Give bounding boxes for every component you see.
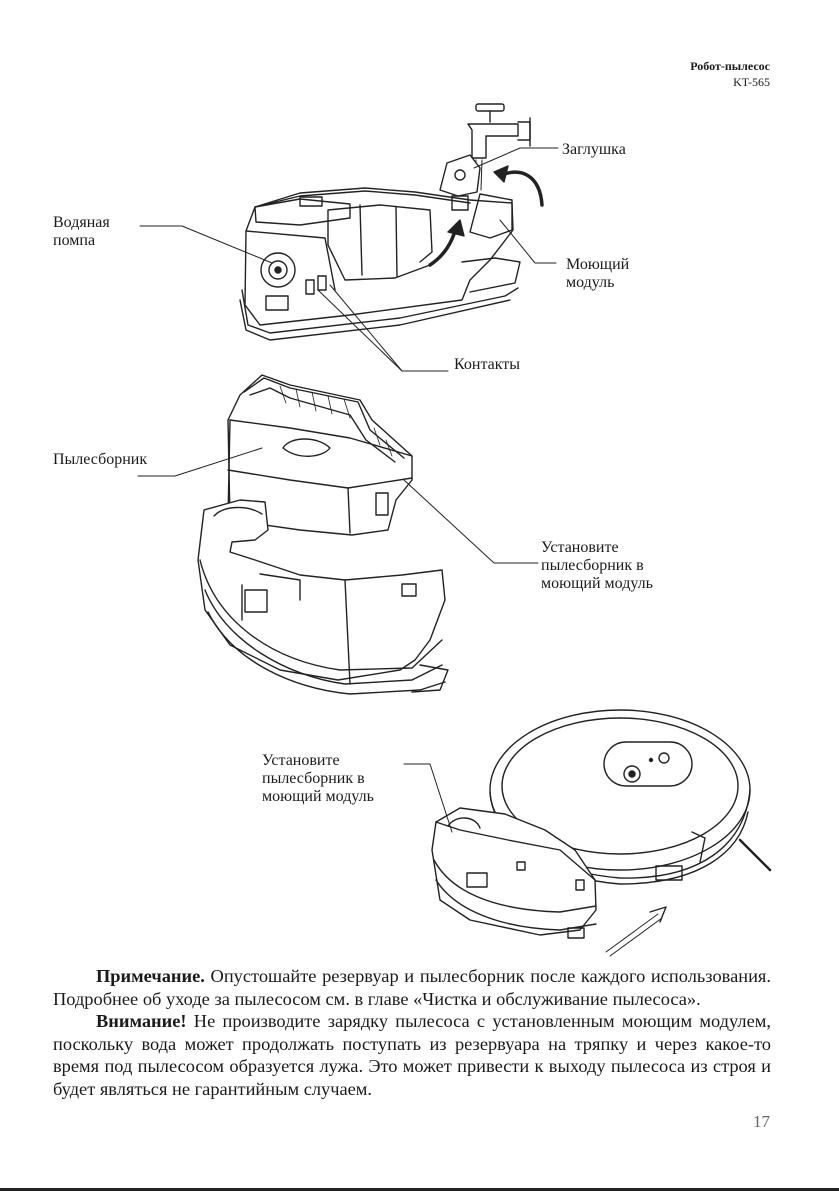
note-paragraph: Примечание. Опустошайте резервуар и пыле… xyxy=(53,965,771,1010)
leader-lines-fig3 xyxy=(403,763,453,833)
product-name: Робот-пылесос xyxy=(690,59,770,73)
label-install-bin-top: Установите пылесборник в моющий модуль xyxy=(541,539,653,592)
footer-rule xyxy=(0,1188,839,1191)
label-washing-module: Моющий модуль xyxy=(566,256,630,291)
page-header: Робот-пылесос KT-565 xyxy=(690,58,770,90)
leader-lines-fig1 xyxy=(139,147,559,372)
label-water-pump: Водяная помпа xyxy=(53,214,110,249)
page-number: 17 xyxy=(753,1112,770,1131)
label-dust-bin: Пылесборник xyxy=(53,451,148,468)
insert-arrow-icon xyxy=(605,906,667,957)
robot-vacuum-illustration xyxy=(489,709,772,885)
module-attach-illustration xyxy=(431,807,597,939)
warning-paragraph: Внимание! Не производите зарядку пылесос… xyxy=(53,1010,771,1100)
notes-section: Примечание. Опустошайте резервуар и пыле… xyxy=(53,965,771,1100)
note-title: Примечание. xyxy=(96,966,205,986)
dust-bin-illustration xyxy=(227,374,413,536)
label-install-bin-bottom: Установите пылесборник в моющий модуль xyxy=(262,752,374,805)
label-plug: Заглушка xyxy=(562,141,626,158)
washing-module-base-illustration xyxy=(197,499,449,695)
note-text: Опустошайте резервуар и пылесборник посл… xyxy=(53,966,771,1009)
product-model: KT-565 xyxy=(733,75,770,89)
warning-text: Не производите зарядку пылесоса с устано… xyxy=(53,1011,771,1099)
label-contacts: Контакты xyxy=(454,356,521,373)
washing-module-illustration xyxy=(239,103,544,341)
leader-lines-fig2 xyxy=(137,447,539,564)
warning-title: Внимание! xyxy=(96,1011,187,1031)
